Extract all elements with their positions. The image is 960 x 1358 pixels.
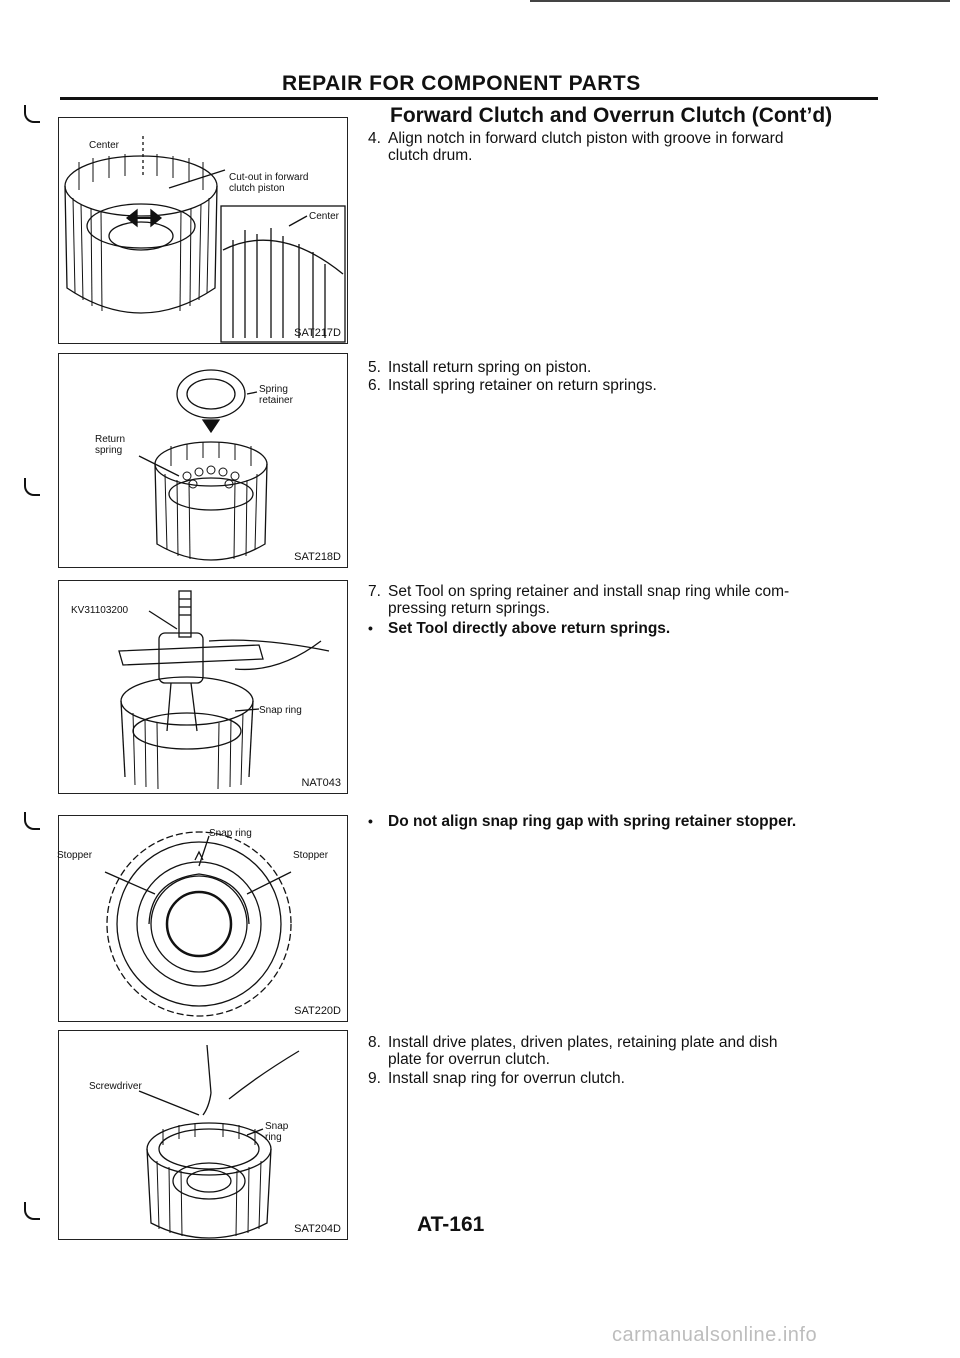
figure-code: SAT217D <box>294 327 341 339</box>
label-center-inset: Center <box>309 211 340 222</box>
label-center-top: Center <box>89 140 120 151</box>
step-number: 6. <box>368 377 381 394</box>
bullet: • <box>368 620 373 636</box>
step-number: 4. <box>368 130 381 147</box>
section-title: Forward Clutch and Overrun Clutch (Cont’… <box>390 104 833 127</box>
spring-retainer-illustration <box>138 369 268 561</box>
step-text: Install spring retainer on return spring… <box>388 377 657 394</box>
label-spring-retainer-line1: Spring <box>259 384 288 395</box>
step-text: Set Tool on spring retainer and install … <box>388 583 790 600</box>
step-7-note: • Set Tool directly above return springs. <box>368 620 888 637</box>
note-text: Do not align snap ring gap with spring r… <box>388 813 797 830</box>
page-header-title: REPAIR FOR COMPONENT PARTS <box>282 72 641 95</box>
label-cutout-line2: clutch piston <box>229 183 285 194</box>
step-text-continued: pressing return springs. <box>388 600 550 617</box>
margin-mark <box>24 478 40 496</box>
label-snap-line2: ring <box>265 1132 282 1143</box>
figure-spring-retainer: Spring retainer Return spring SAT218D <box>58 353 348 568</box>
figure-code: SAT218D <box>294 551 341 563</box>
step-text: Align notch in forward clutch piston wit… <box>388 130 784 147</box>
step-number: 9. <box>368 1070 381 1087</box>
label-return-spring-line2: spring <box>95 445 123 456</box>
page-number: AT-161 <box>417 1213 485 1236</box>
step-5: 5. Install return spring on piston. <box>368 359 888 376</box>
clutch-drum-illustration <box>64 136 346 343</box>
label-tool-number: KV31103200 <box>71 605 129 616</box>
step-7: 7. Set Tool on spring retainer and instal… <box>368 583 888 617</box>
step-8: 8. Install drive plates, driven plates, r… <box>368 1034 888 1068</box>
step-text: Install snap ring for overrun clutch. <box>388 1070 625 1087</box>
snap-ring-gap-note: • Do not align snap ring gap with spring … <box>368 813 888 830</box>
margin-mark <box>24 1202 40 1220</box>
watermark-site: carmanualsonline.info <box>612 1324 818 1346</box>
figure-snap-ring-stopper: Snap ring Stopper Stopper SAT220D <box>57 815 348 1022</box>
step-text: Install return spring on piston. <box>388 359 592 376</box>
note-text: Set Tool directly above return springs. <box>388 620 671 637</box>
label-cutout-line1: Cut-out in forward <box>229 172 309 183</box>
label-stopper-right: Stopper <box>293 850 329 861</box>
top-edge-line <box>530 0 950 2</box>
label-return-spring-line1: Return <box>95 434 126 445</box>
step-text-continued: clutch drum. <box>388 147 473 164</box>
tool-compressing-illustration <box>118 590 330 790</box>
step-9: 9. Install snap ring for overrun clutch. <box>368 1070 888 1087</box>
step-number: 8. <box>368 1034 381 1051</box>
figure-tool-snap-ring: KV31103200 Snap ring NAT043 <box>58 580 348 794</box>
label-stopper-left: Stopper <box>57 850 93 861</box>
step-4: 4. Align notch in forward clutch piston w… <box>368 130 888 164</box>
step-number: 7. <box>368 583 381 600</box>
step-number: 5. <box>368 359 381 376</box>
label-spring-retainer-line2: retainer <box>259 395 293 406</box>
screwdriver-illustration <box>138 1044 300 1239</box>
bullet: • <box>368 813 373 829</box>
figure-code: SAT204D <box>294 1223 341 1235</box>
figure-piston-alignment: Center Cut-out in forward clutch piston … <box>58 117 348 344</box>
step-text: Install drive plates, driven plates, ret… <box>388 1034 778 1051</box>
header-rule <box>60 97 878 100</box>
snap-ring-gap-illustration <box>104 831 292 1017</box>
figure-code: SAT220D <box>294 1005 341 1017</box>
figure-screwdriver-snap-ring: Screwdriver Snap ring SAT204D <box>58 1030 348 1240</box>
label-snap-line1: Snap <box>265 1121 289 1132</box>
figure-code: NAT043 <box>301 777 341 789</box>
label-snap-ring: Snap ring <box>209 828 252 839</box>
step-6: 6. Install spring retainer on return spri… <box>368 377 888 394</box>
step-text-continued: plate for overrun clutch. <box>388 1051 550 1068</box>
margin-mark <box>24 105 40 123</box>
label-snap-ring: Snap ring <box>259 705 302 716</box>
label-screwdriver: Screwdriver <box>89 1081 142 1092</box>
margin-mark <box>24 812 40 830</box>
